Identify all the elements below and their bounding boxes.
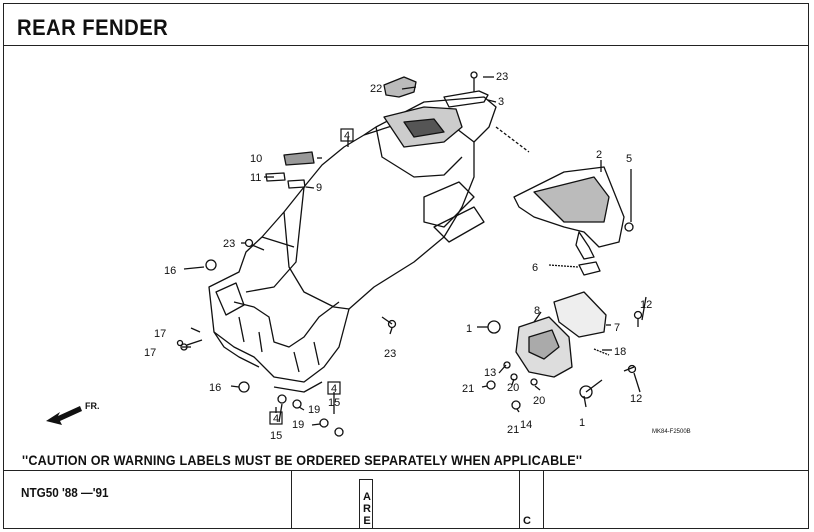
- parts-diagram: FR. 4 4 4 22 23 3 2 5 10 11 9 23 16 6 12…: [4, 47, 808, 465]
- callout-5: 5: [626, 153, 632, 165]
- callout-23b: 23: [223, 238, 235, 250]
- callout-20b: 20: [533, 395, 545, 407]
- title-bar: REAR FENDER: [3, 3, 809, 46]
- callout-3: 3: [498, 96, 504, 108]
- tail-bracket-shape: [513, 166, 625, 248]
- tab-letter-partial: C: [523, 515, 531, 527]
- callout-12b: 12: [630, 393, 642, 405]
- section-tab: [359, 479, 373, 529]
- callout-16a: 16: [164, 265, 176, 277]
- callout-9: 9: [316, 182, 322, 194]
- callout-19a: 19: [308, 404, 320, 416]
- callout-15b: 15: [270, 430, 282, 442]
- callout-2: 2: [596, 149, 602, 161]
- callout-1b: 1: [579, 417, 585, 429]
- callout-16b: 16: [209, 382, 221, 394]
- callout-6: 6: [532, 262, 538, 274]
- forward-arrow-icon: FR.: [46, 401, 100, 425]
- footer-bar: NTG50 '88 —'91 A R E C: [3, 470, 809, 529]
- callout-23a: 23: [496, 71, 508, 83]
- footer-divider: [543, 471, 544, 529]
- callout-22: 22: [370, 83, 382, 95]
- callout-11: 11: [250, 172, 261, 184]
- footer-divider: [519, 471, 520, 529]
- section-tab-text: A R E: [361, 491, 373, 527]
- drawing-code: MK84-F2500B: [652, 429, 691, 435]
- callout-15a: 15: [328, 397, 340, 409]
- callout-1a: 1: [466, 323, 472, 335]
- direction-label: FR.: [85, 401, 100, 411]
- callout-21a: 21: [462, 383, 474, 395]
- license-plate-shape: [553, 291, 607, 338]
- callout-labels: 4 4 4 22 23 3 2 5 10 11 9 23 16 6 12 8 7…: [144, 71, 691, 442]
- page-title: REAR FENDER: [17, 15, 169, 40]
- callout-18: 18: [614, 346, 626, 358]
- callout-21b: 21: [507, 424, 519, 436]
- footer-divider: [291, 471, 292, 529]
- callout-17b: 17: [144, 347, 156, 359]
- callout-20a: 20: [507, 382, 519, 394]
- callout-10: 10: [250, 153, 262, 165]
- callout-23c: 23: [384, 348, 396, 360]
- callout-4a: 4: [344, 130, 350, 142]
- callout-17a: 17: [154, 328, 166, 340]
- model-label: NTG50 '88 —'91: [21, 485, 109, 500]
- callout-13: 13: [484, 367, 496, 379]
- callout-19b: 19: [292, 419, 304, 431]
- tab-letter: A: [363, 491, 371, 503]
- caution-note: ''CAUTION OR WARNING LABELS MUST BE ORDE…: [22, 452, 583, 468]
- callout-14: 14: [520, 419, 532, 431]
- callout-4c: 4: [273, 413, 279, 425]
- exploded-view: FR. 4 4 4 22 23 3 2 5 10 11 9 23 16 6 12…: [46, 71, 691, 442]
- callout-7: 7: [614, 322, 620, 334]
- tab-letter: R: [363, 503, 371, 515]
- callout-4b: 4: [331, 383, 337, 395]
- tab-letter: E: [363, 515, 371, 527]
- callout-12a: 12: [640, 299, 652, 311]
- callout-8: 8: [534, 305, 540, 317]
- page-frame: [3, 3, 809, 529]
